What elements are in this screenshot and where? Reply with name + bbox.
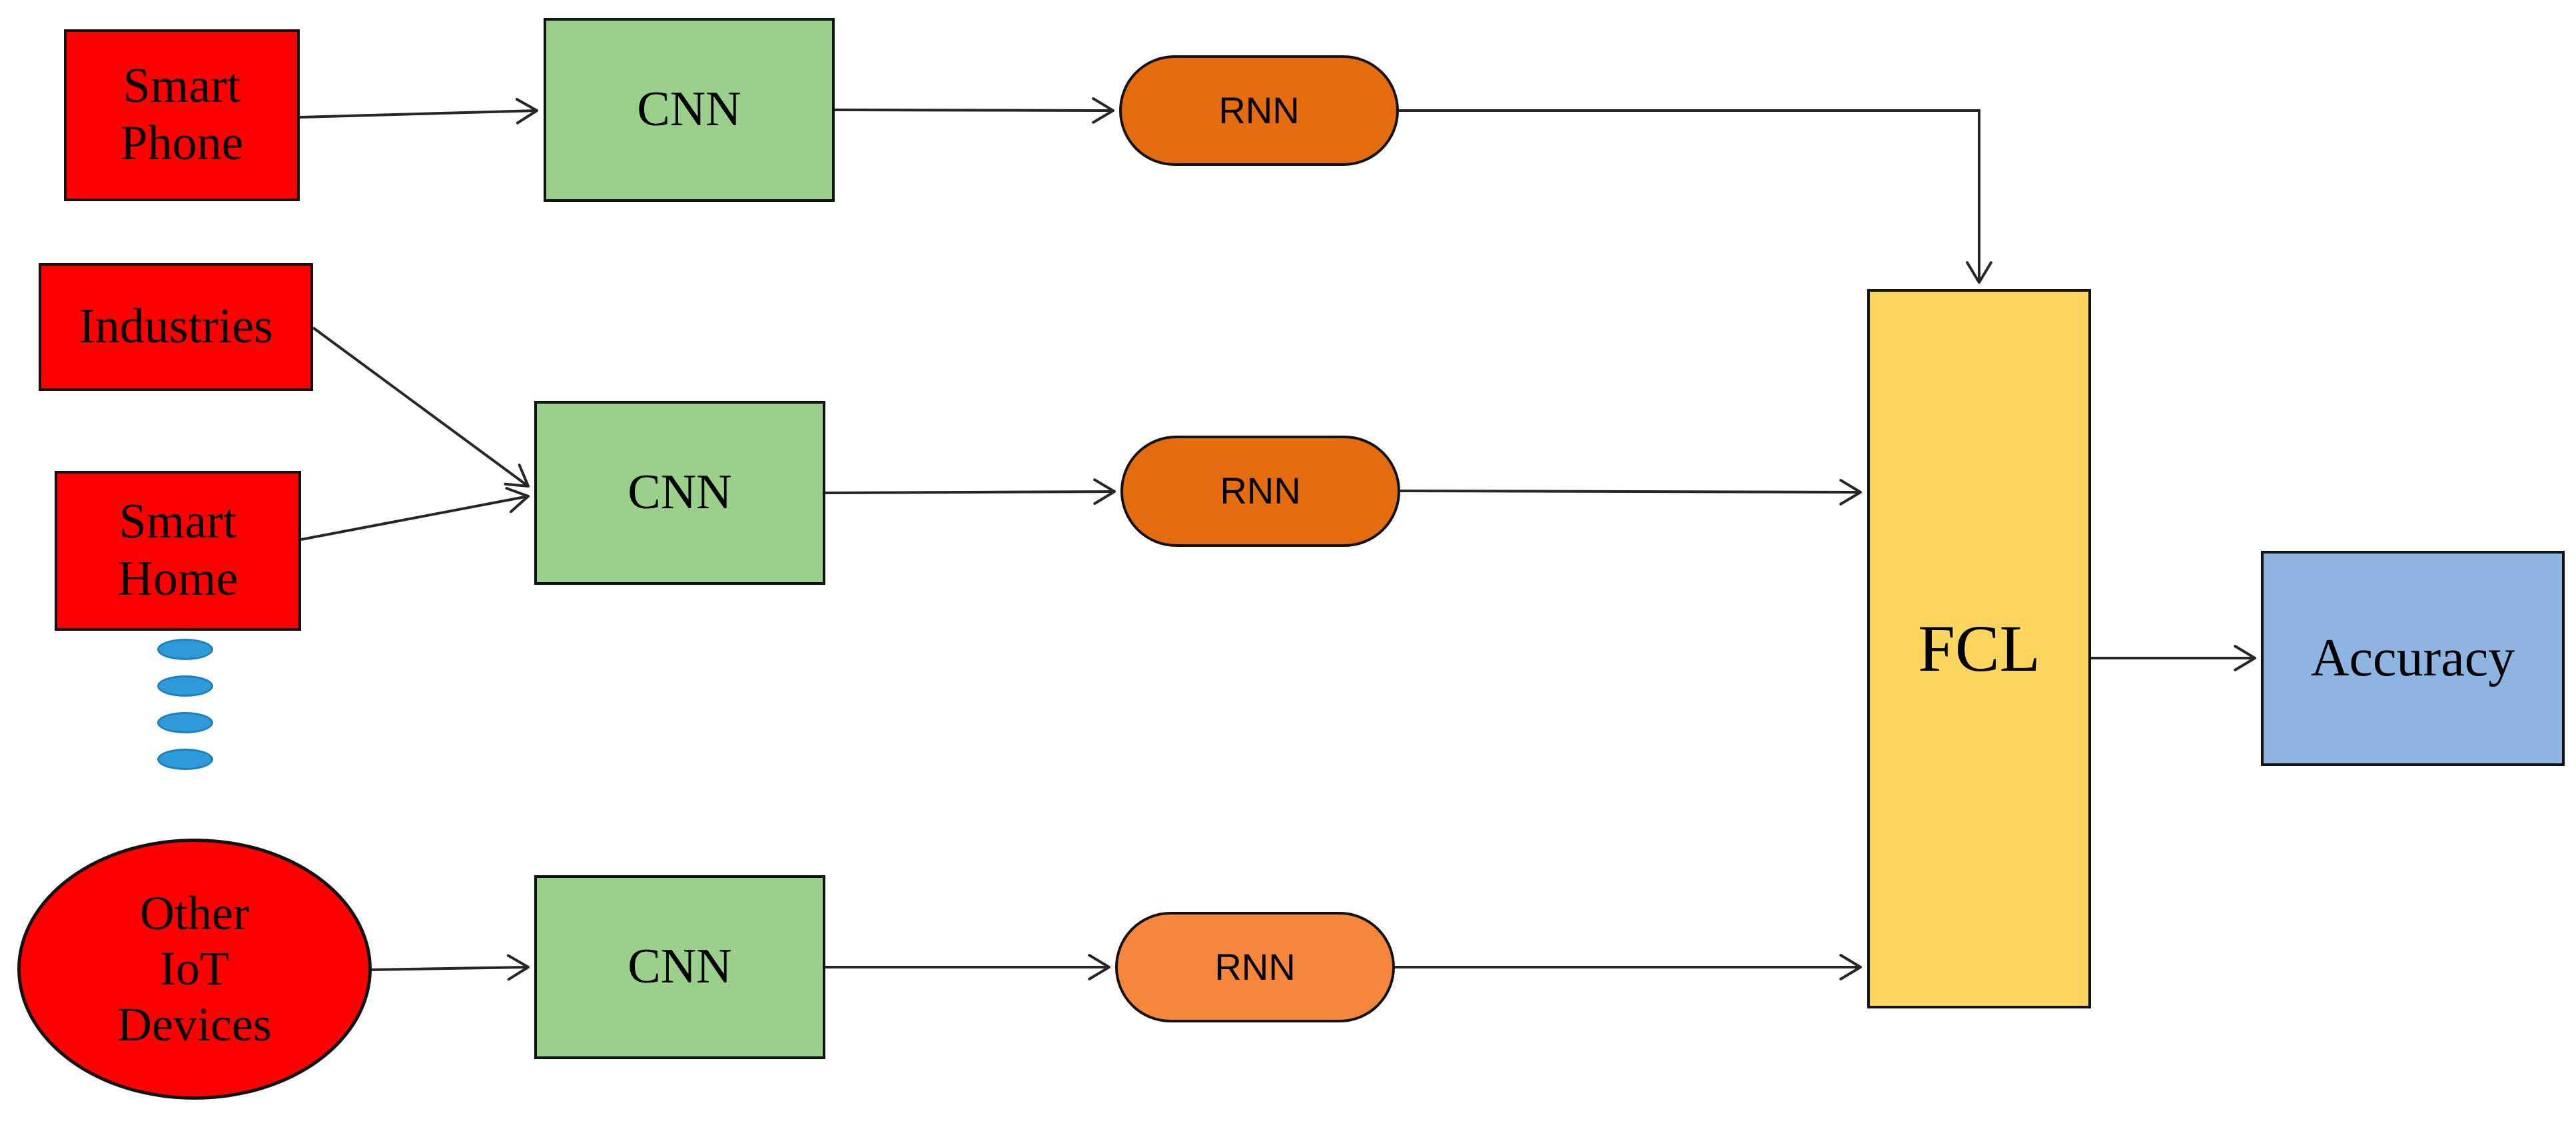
connector-cnn-middle-to-rnn-middle [825, 478, 1116, 505]
ellipsis-dot-icon [157, 749, 213, 770]
node-cnn-bottom: CNN [534, 875, 825, 1059]
node-accuracy: Accuracy [2261, 551, 2565, 766]
node-smart-home: Smart Home [55, 471, 301, 631]
node-cnn-bottom-label: CNN [628, 939, 732, 994]
node-cnn-middle: CNN [534, 401, 825, 585]
connector-smart-home-to-cnn-middle [300, 487, 530, 541]
connector-cnn-top-to-rnn-top [834, 97, 1115, 124]
ellipsis-dot-icon [157, 675, 213, 697]
node-smart-phone: Smart Phone [64, 29, 300, 201]
node-fcl-label: FCL [1918, 611, 2040, 685]
node-rnn-top: RNN [1119, 55, 1399, 166]
node-smart-home-label: Smart Home [117, 494, 238, 606]
connector-industries-to-cnn-middle [312, 326, 530, 488]
node-other-iot-devices: Other IoT Devices [17, 839, 372, 1100]
node-smart-phone-label: Smart Phone [120, 59, 244, 171]
node-rnn-bottom: RNN [1115, 912, 1395, 1022]
node-rnn-bottom-label: RNN [1214, 945, 1296, 988]
connector-smart-phone-to-cnn-top [299, 97, 539, 125]
ellipsis-dot-icon [157, 639, 213, 660]
node-cnn-top-label: CNN [637, 82, 741, 137]
node-rnn-top-label: RNN [1218, 89, 1300, 131]
node-accuracy-label: Accuracy [2310, 629, 2515, 688]
node-rnn-middle-label: RNN [1220, 470, 1301, 512]
ellipsis-dot-icon [157, 712, 213, 733]
node-cnn-top: CNN [544, 18, 835, 202]
node-rnn-middle: RNN [1120, 436, 1400, 547]
connector-rnn-middle-to-fcl [1400, 479, 1863, 506]
connector-rnn-top-to-fcl [1399, 109, 1992, 284]
node-cnn-middle-label: CNN [628, 465, 732, 520]
node-other-iot-devices-label: Other IoT Devices [117, 886, 272, 1051]
connector-other-iot-to-cnn-bottom [370, 954, 530, 981]
node-fcl: FCL [1867, 289, 2091, 1008]
node-industries-label: Industries [79, 299, 273, 354]
node-industries: Industries [39, 263, 313, 391]
